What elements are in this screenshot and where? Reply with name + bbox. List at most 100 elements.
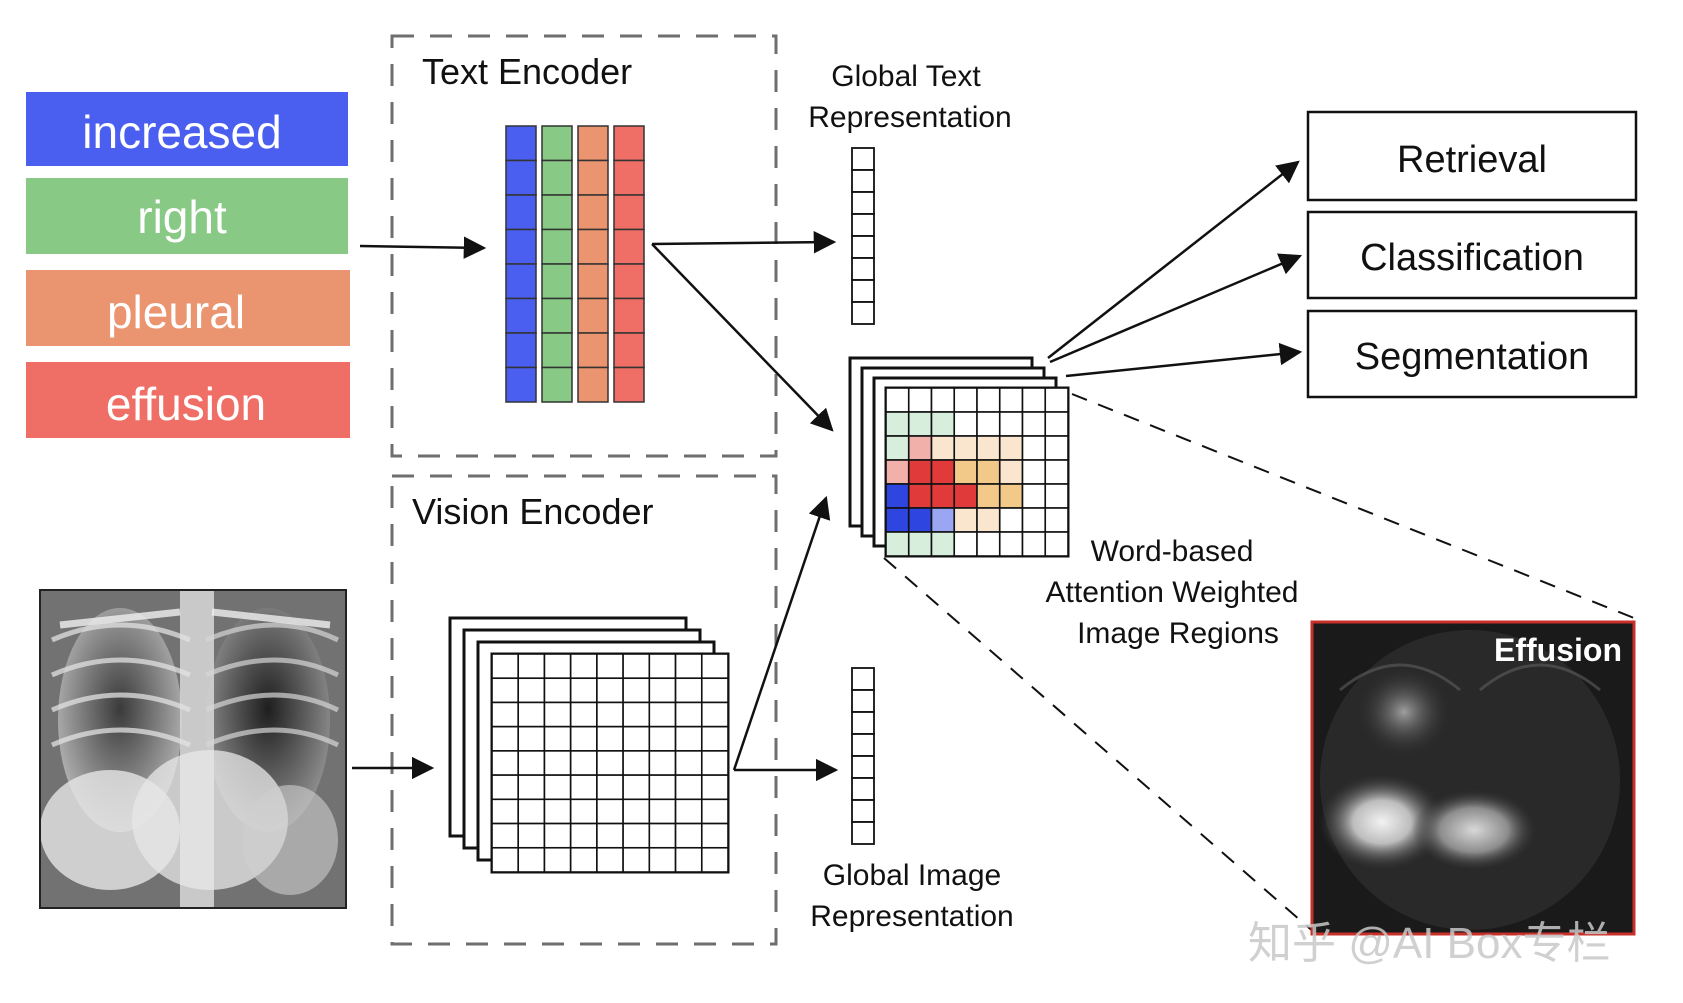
grid-cell	[674, 701, 703, 728]
embedding-cell	[505, 263, 537, 300]
vision-encoder-title: Vision Encoder	[412, 491, 654, 532]
grid-cell	[622, 725, 651, 752]
embedding-cell	[505, 125, 537, 162]
grid-cell	[517, 822, 546, 849]
grid-cell	[976, 435, 1001, 461]
grid-cell	[543, 701, 572, 728]
word-label-pleural: pleural	[107, 286, 245, 338]
grid-cell	[491, 846, 520, 873]
grid-cell	[907, 411, 933, 437]
grid-cell	[674, 798, 703, 825]
word-box-increased	[26, 92, 348, 166]
grid-cell	[622, 774, 651, 801]
embedding-cell	[505, 159, 537, 196]
grid-cell	[930, 435, 956, 461]
grid-cell	[648, 798, 677, 825]
grid-cell	[569, 725, 598, 752]
attention-label-line1: Word-based	[1091, 535, 1254, 568]
grid-cell	[569, 677, 598, 704]
arrow-attention-to-segmentation	[1065, 342, 1303, 378]
zoom-line-bottom	[883, 557, 1317, 935]
grid-cell	[700, 798, 729, 825]
grid-cell	[930, 459, 956, 485]
grid-cell	[648, 750, 677, 776]
vision-feature-maps	[448, 616, 730, 874]
word-label-right: right	[137, 191, 227, 243]
embedding-cell	[541, 228, 573, 265]
feature-map-front	[884, 386, 1070, 558]
grid-cell	[622, 677, 651, 704]
grid-cell	[976, 459, 1001, 485]
embedding-column-effusion	[613, 125, 645, 403]
grid-cell	[622, 846, 651, 873]
vector-cell	[851, 301, 875, 325]
grid-cell	[491, 774, 520, 801]
embedding-cell	[541, 159, 573, 196]
embedding-cell	[577, 332, 609, 369]
grid-cell	[998, 435, 1024, 461]
arrow-attention-to-retrieval	[1047, 160, 1300, 359]
arrow-text-to-attention	[651, 243, 834, 432]
grid-cell	[1021, 387, 1047, 413]
vector-cell	[851, 191, 875, 215]
embedding-cell	[541, 263, 573, 300]
grid-cell	[953, 507, 978, 533]
grid-cell	[517, 774, 546, 801]
grid-cell	[543, 725, 572, 752]
embedding-cell	[577, 228, 609, 265]
grid-cell	[648, 725, 677, 752]
grid-cell	[700, 822, 729, 849]
grid-cell	[596, 798, 624, 825]
grid-cell	[596, 677, 624, 704]
grid-cell	[622, 701, 651, 728]
grid-cell	[885, 411, 910, 437]
global-text-vector	[851, 147, 875, 325]
attention-weighted-maps	[848, 356, 1070, 558]
arrow-words-to-text-encoder	[359, 236, 487, 259]
grid-cell	[998, 483, 1024, 509]
grid-cell	[569, 774, 598, 801]
vector-cell	[851, 213, 875, 237]
vector-cell	[851, 667, 875, 691]
grid-cell	[885, 507, 910, 533]
embedding-cell	[541, 125, 573, 162]
global-image-label-line1: Global Image	[823, 859, 1001, 892]
attention-label-line3: Image Regions	[1077, 617, 1279, 650]
grid-cell	[700, 701, 729, 728]
embedding-cell	[541, 332, 573, 369]
grid-cell	[674, 822, 703, 849]
embedding-cell	[577, 366, 609, 403]
grid-cell	[700, 653, 729, 680]
global-text-label-line2: Representation	[808, 101, 1011, 134]
grid-cell	[930, 483, 956, 509]
grid-cell	[648, 774, 677, 801]
grid-cell	[953, 387, 978, 413]
embedding-cell	[505, 332, 537, 369]
grid-cell	[648, 846, 677, 873]
grid-cell	[907, 483, 933, 509]
global-text-label-line1: Global Text	[831, 60, 981, 93]
task-box-segmentation	[1306, 309, 1638, 399]
grid-cell	[907, 507, 933, 533]
grid-cell	[998, 531, 1024, 557]
grid-cell	[674, 750, 703, 776]
grid-cell	[907, 531, 933, 557]
grid-cell	[885, 387, 910, 413]
task-box-retrieval	[1306, 110, 1638, 202]
chest-xray-image	[39, 589, 347, 909]
word-box-effusion	[26, 362, 350, 438]
grid-cell	[569, 846, 598, 873]
grid-cell	[700, 774, 729, 801]
grid-cell	[930, 387, 956, 413]
grid-cell	[700, 846, 729, 873]
vector-cell	[851, 711, 875, 735]
grid-cell	[543, 750, 572, 776]
grid-cell	[622, 653, 651, 680]
grid-cell	[976, 411, 1001, 437]
grid-cell	[1044, 483, 1069, 509]
embedding-column-right	[541, 125, 573, 403]
grid-cell	[674, 846, 703, 873]
grid-cell	[953, 459, 978, 485]
grid-cell	[569, 701, 598, 728]
vector-cell	[851, 689, 875, 713]
